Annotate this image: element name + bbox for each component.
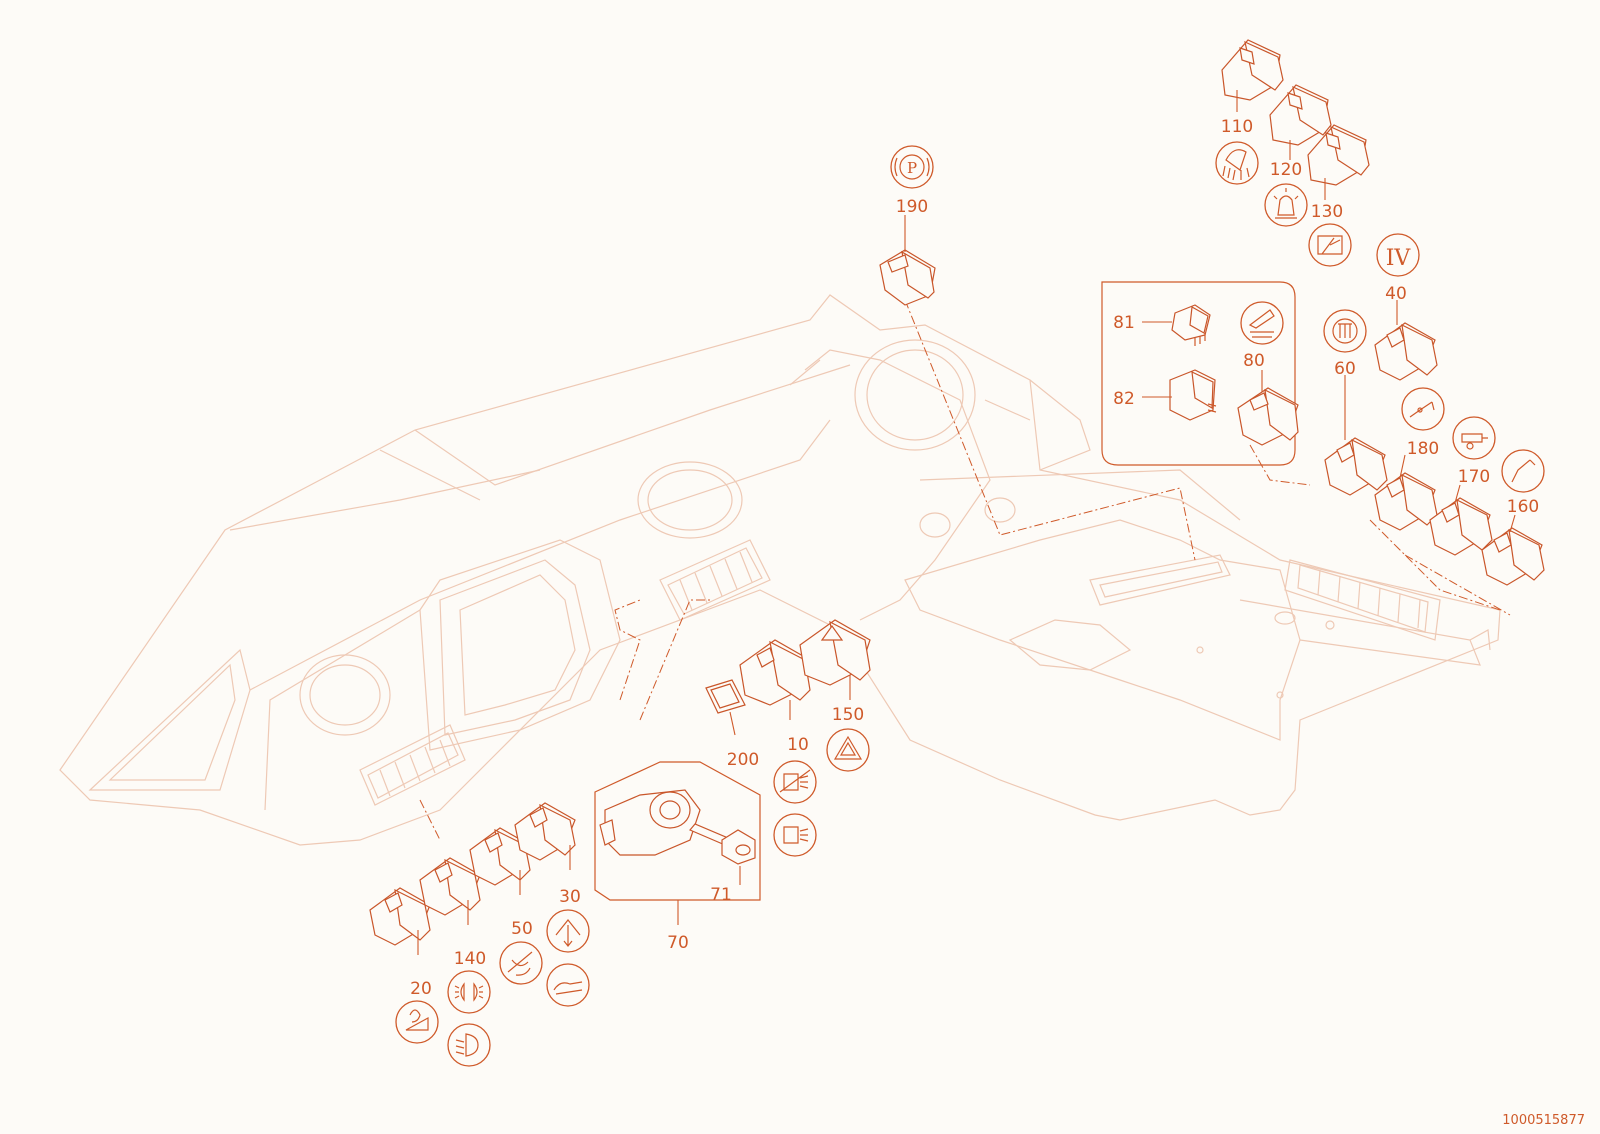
label-20: 20: [410, 979, 432, 999]
switch-140: [419, 857, 481, 916]
label-40: 40: [1385, 284, 1407, 304]
hydraulic-icon: [395, 1000, 439, 1044]
regen-off-icon: [773, 760, 817, 804]
part-labels: 20 140 50 30 10 150 200 71 70 190 81 82 …: [410, 117, 1585, 1128]
ignition-switch: [599, 789, 701, 856]
parking-brake-icon: P: [890, 145, 934, 189]
seat-icon: [546, 963, 590, 1007]
front-loader-icon: [1501, 449, 1545, 493]
label-190: 190: [896, 197, 928, 217]
label-140: 140: [454, 949, 486, 969]
assembly-leaders: [419, 299, 1511, 841]
label-81: 81: [1113, 313, 1135, 333]
label-110: 110: [1221, 117, 1253, 137]
switch-30: [514, 802, 576, 861]
dashboard-outline: [59, 294, 1501, 846]
label-30: 30: [559, 887, 581, 907]
switch-60: [1324, 437, 1388, 496]
label-120: 120: [1270, 160, 1302, 180]
switch-10: [739, 639, 811, 706]
label-80: 80: [1243, 351, 1265, 371]
switch-150: [799, 619, 871, 686]
label-70: 70: [667, 933, 689, 953]
ignition-box-70: [594, 761, 761, 901]
switch-20: [369, 887, 431, 946]
label-160: 160: [1507, 497, 1539, 517]
level-control-icon: [1240, 301, 1284, 345]
relay-81: [1171, 304, 1211, 346]
label-150: 150: [832, 705, 864, 725]
label-60: 60: [1334, 359, 1356, 379]
switch-80: [1237, 387, 1299, 446]
label-180: 180: [1407, 439, 1439, 459]
differential-lock-icon: [1323, 309, 1367, 353]
work-light-icon: [1215, 141, 1259, 185]
side-lights-icon: [447, 970, 491, 1014]
switch-170: [1429, 497, 1493, 556]
parking-brake-letter: P: [907, 159, 917, 177]
reference-number: 1000515877: [1502, 1113, 1585, 1128]
label-170: 170: [1458, 467, 1490, 487]
switch-180: [1374, 472, 1438, 531]
trailer-icon: [1452, 416, 1496, 460]
beacon-icon: [1264, 183, 1308, 227]
switch-40: [1374, 322, 1438, 381]
cab-suspension-icon: [546, 909, 590, 953]
label-10: 10: [787, 735, 809, 755]
relay-box: [1101, 281, 1296, 466]
switch-120: [1269, 84, 1332, 146]
label-200: 200: [727, 750, 759, 770]
part-leaders: [417, 90, 1516, 955]
four-wheel-drive-icon: IV: [1376, 233, 1420, 277]
hazard-warning-icon: [826, 728, 870, 772]
brake-release-icon: [499, 941, 543, 985]
switch-50: [469, 827, 531, 886]
cover-200: [705, 679, 746, 714]
rear-wiper-icon: [1308, 223, 1352, 267]
ignition-key-71: [689, 823, 756, 865]
headlight-icon: [447, 1023, 491, 1067]
label-50: 50: [511, 919, 533, 939]
label-71: 71: [710, 885, 732, 905]
label-130: 130: [1311, 202, 1343, 222]
switch-110: [1221, 39, 1284, 101]
switch-190: [879, 249, 936, 306]
label-82: 82: [1113, 389, 1135, 409]
relay-82: [1169, 369, 1217, 421]
four-wheel-drive-label: IV: [1386, 246, 1412, 271]
switch-130: [1307, 124, 1370, 186]
switch-160: [1481, 527, 1545, 586]
hitch-icon: [1401, 387, 1445, 431]
regen-icon: [773, 813, 817, 857]
icons: P IV: [395, 141, 1545, 1067]
